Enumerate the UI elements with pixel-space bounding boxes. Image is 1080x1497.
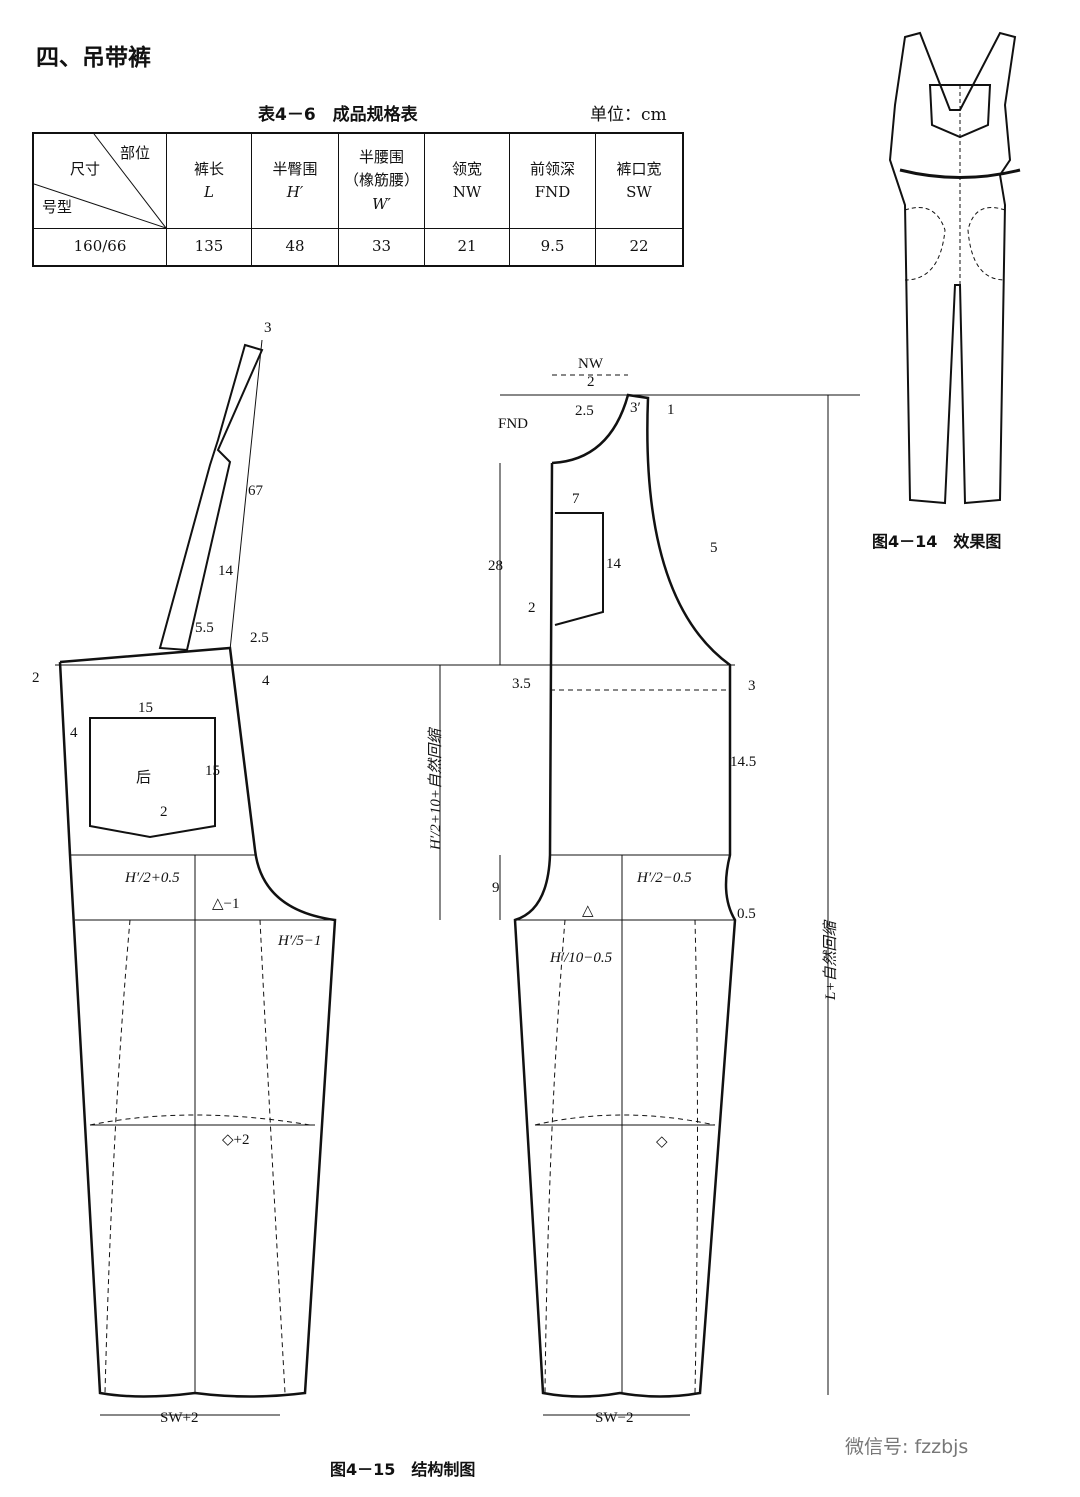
table-caption: 表4－6 成品规格表 bbox=[258, 105, 418, 125]
back-piece bbox=[58, 646, 337, 1416]
label: SW+2 bbox=[160, 1410, 198, 1426]
corner-cell: 部位 尺寸 号型 bbox=[32, 132, 167, 229]
table-unit: 单位：cm bbox=[590, 105, 667, 125]
label: ◇+2 bbox=[222, 1132, 250, 1148]
front-piece bbox=[439, 374, 829, 1416]
label: △−1 bbox=[212, 896, 240, 912]
label: 2.5 bbox=[575, 403, 594, 419]
label: 1 bbox=[667, 402, 675, 418]
label: 28 bbox=[488, 558, 503, 574]
label: 15 bbox=[205, 763, 220, 779]
value-cell: 135 bbox=[166, 228, 252, 267]
value-cell: 9.5 bbox=[509, 228, 596, 267]
size-cell: 160/66 bbox=[32, 228, 167, 267]
figure-14-caption: 图4－14 效果图 bbox=[872, 532, 1002, 551]
label: 3 bbox=[748, 678, 756, 694]
label: 7 bbox=[572, 491, 580, 507]
value-cell: 48 bbox=[251, 228, 339, 267]
label: 3 bbox=[264, 320, 272, 336]
label: 2 bbox=[587, 374, 595, 390]
value-cell: 33 bbox=[338, 228, 425, 267]
section-title: 四、吊带裤 bbox=[36, 45, 151, 71]
corner-bottom: 号型 bbox=[42, 198, 73, 216]
label: 14 bbox=[218, 563, 234, 579]
label: H′/2+10+自然回缩 bbox=[427, 726, 444, 851]
label: 15 bbox=[138, 700, 153, 716]
label: H′/2−0.5 bbox=[636, 870, 692, 886]
label: 67 bbox=[248, 483, 264, 499]
label: 5.5 bbox=[195, 620, 214, 636]
watermark: 微信号: fzzbjs bbox=[845, 1436, 969, 1458]
label: 2 bbox=[160, 804, 168, 820]
label: △ bbox=[582, 903, 594, 919]
label: 3′ bbox=[630, 400, 641, 416]
label: 5 bbox=[710, 540, 718, 556]
label: 3.5 bbox=[512, 676, 531, 692]
label: 后 bbox=[136, 769, 151, 786]
back-strap bbox=[158, 339, 264, 652]
label: 2.5 bbox=[250, 630, 269, 646]
label: H′/2+0.5 bbox=[124, 870, 180, 886]
label: H′/5−1 bbox=[277, 933, 321, 949]
label: 2 bbox=[528, 600, 536, 616]
label: ◇ bbox=[656, 1134, 668, 1150]
label: L+自然回缩 bbox=[822, 919, 839, 1001]
label: FND bbox=[498, 416, 528, 432]
corner-top: 部位 bbox=[120, 144, 151, 162]
label: H′/10−0.5 bbox=[549, 950, 613, 966]
value-cell: 22 bbox=[595, 228, 684, 267]
overalls-illustration bbox=[888, 31, 1021, 505]
table-row: 160/66 135 48 33 21 9.5 22 bbox=[32, 228, 684, 267]
value-cell: 21 bbox=[424, 228, 510, 267]
label: NW bbox=[578, 356, 604, 372]
label: 0.5 bbox=[737, 906, 756, 922]
label: 4 bbox=[262, 673, 270, 689]
label: 14.5 bbox=[730, 754, 756, 770]
col-header: 半腰围（橡筋腰）W′ bbox=[338, 132, 425, 229]
corner-middle: 尺寸 bbox=[70, 160, 101, 178]
label: 9 bbox=[492, 880, 500, 896]
label: SW−2 bbox=[595, 1410, 633, 1426]
label: 14 bbox=[606, 556, 622, 572]
label: 2 bbox=[32, 670, 40, 686]
label: 4 bbox=[70, 725, 78, 741]
figure-15-caption: 图4－15 结构制图 bbox=[330, 1460, 476, 1479]
